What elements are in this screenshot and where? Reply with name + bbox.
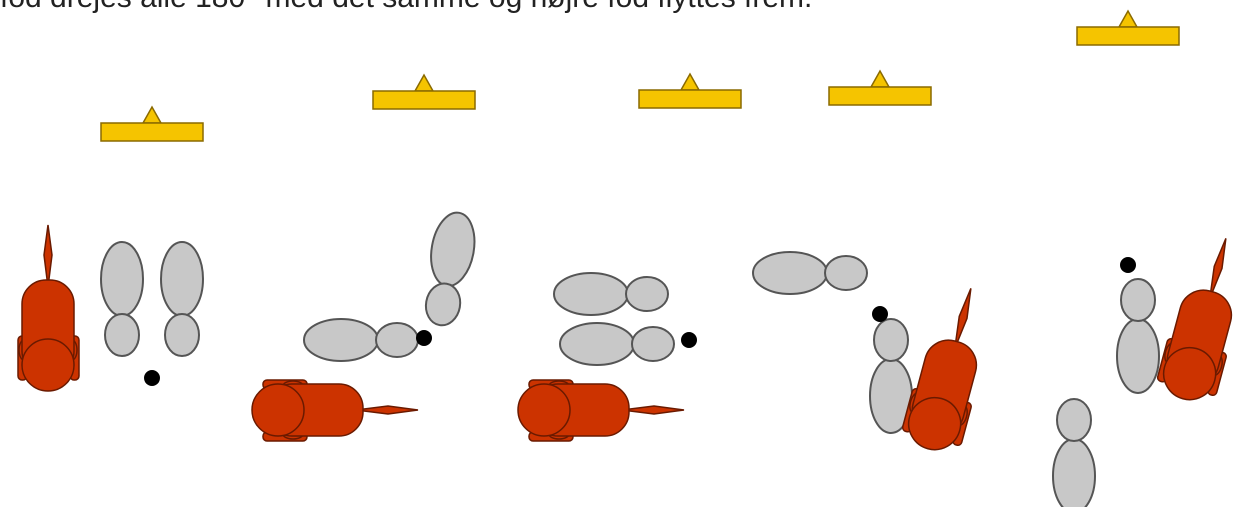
- caption-text: fod drejes alle 180° med det samme og hø…: [0, 0, 1237, 18]
- step-2: [251, 74, 481, 442]
- right-foot-1: [160, 241, 204, 357]
- yellow-marker: [100, 106, 204, 142]
- step-3: [517, 73, 742, 442]
- step-1: [17, 106, 204, 392]
- yellow-marker: [638, 73, 742, 109]
- left-foot-1: [100, 241, 144, 357]
- left-foot-5: [1116, 278, 1160, 394]
- reference-dot-2: [416, 330, 432, 346]
- left-foot-4: [752, 251, 868, 295]
- dog-4: [898, 279, 1002, 458]
- reference-dot-5: [1120, 257, 1136, 273]
- right-foot-3: [559, 322, 675, 366]
- step-4: [752, 70, 1002, 458]
- left-foot-3: [553, 272, 669, 316]
- right-foot-5: [1052, 398, 1096, 507]
- dog-3: [517, 379, 685, 442]
- yellow-marker: [828, 70, 932, 106]
- left-foot-2: [303, 318, 419, 362]
- yellow-marker: [372, 74, 476, 110]
- dog-1: [17, 224, 80, 392]
- step-5: [1052, 10, 1237, 507]
- reference-dot-3: [681, 332, 697, 348]
- reference-dot-4: [872, 306, 888, 322]
- reference-dot-1: [144, 370, 160, 386]
- dog-2: [251, 379, 419, 442]
- dog-5: [1153, 229, 1237, 408]
- yellow-marker: [1076, 10, 1180, 46]
- right-foot-2: [417, 208, 481, 330]
